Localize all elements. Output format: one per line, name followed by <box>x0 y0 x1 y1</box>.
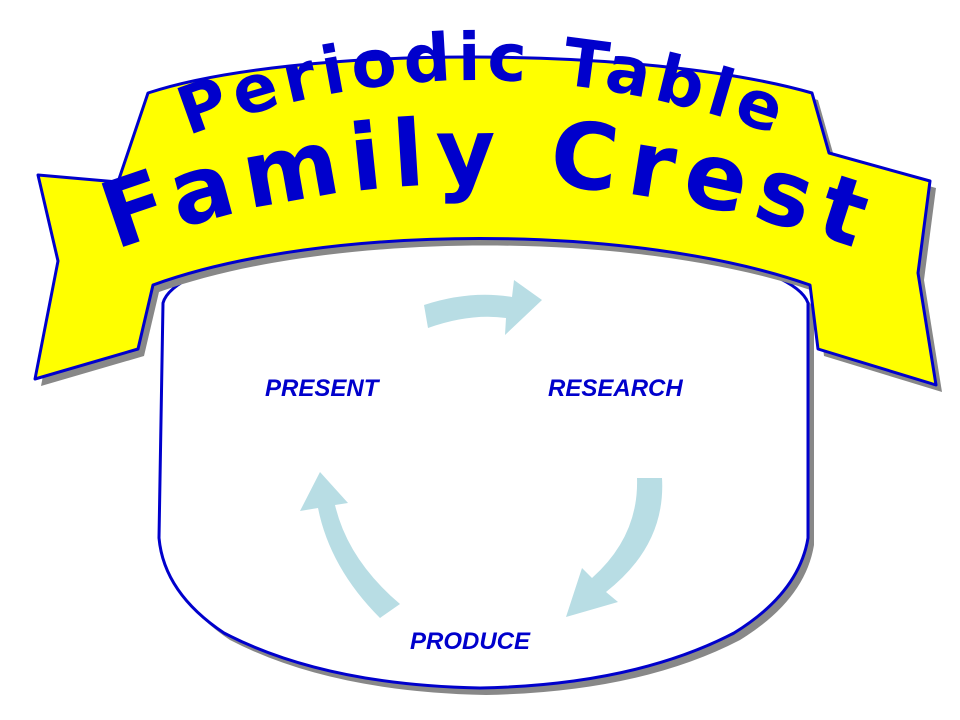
arrow-research-to-produce <box>566 478 663 617</box>
arrow-present-to-research <box>424 280 542 335</box>
cycle-arrows <box>300 280 663 618</box>
banner-ribbon <box>33 55 938 387</box>
arrow-produce-to-present <box>300 472 400 618</box>
step-label-present: PRESENT <box>265 375 379 402</box>
step-label-research: RESEARCH <box>548 375 683 402</box>
step-label-produce: PRODUCE <box>410 628 531 655</box>
